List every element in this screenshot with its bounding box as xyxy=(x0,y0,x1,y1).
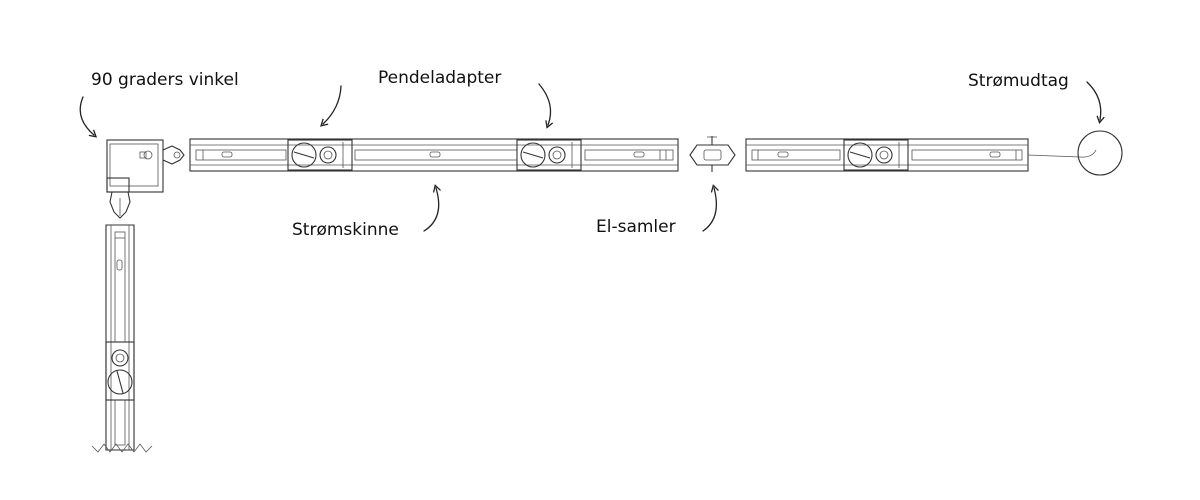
label-rail: Strømskinne xyxy=(292,220,399,240)
rail-segment-left xyxy=(189,138,679,172)
power-outlet xyxy=(1027,130,1123,176)
pendant-adapter-3 xyxy=(843,139,909,171)
label-corner: 90 graders vinkel xyxy=(91,70,239,90)
corner-90-degree xyxy=(106,139,185,219)
label-connector: El-samler xyxy=(596,217,676,237)
curved-arrow-icon xyxy=(538,83,554,129)
rail-segment-right xyxy=(745,138,1029,172)
pendant-adapter-1 xyxy=(287,139,353,171)
rail-segment-vertical xyxy=(91,224,153,453)
curved-arrow-icon xyxy=(320,85,342,127)
pendant-adapter-2 xyxy=(516,139,582,171)
curved-arrow-icon xyxy=(423,184,441,232)
curved-arrow-icon xyxy=(702,184,719,232)
electrical-connector xyxy=(689,136,736,172)
curved-arrow-icon xyxy=(79,96,98,138)
label-pendant-adapter: Pendeladapter xyxy=(378,68,502,88)
curved-arrow-icon xyxy=(1086,81,1105,124)
label-power-outlet: Strømudtag xyxy=(968,71,1069,91)
